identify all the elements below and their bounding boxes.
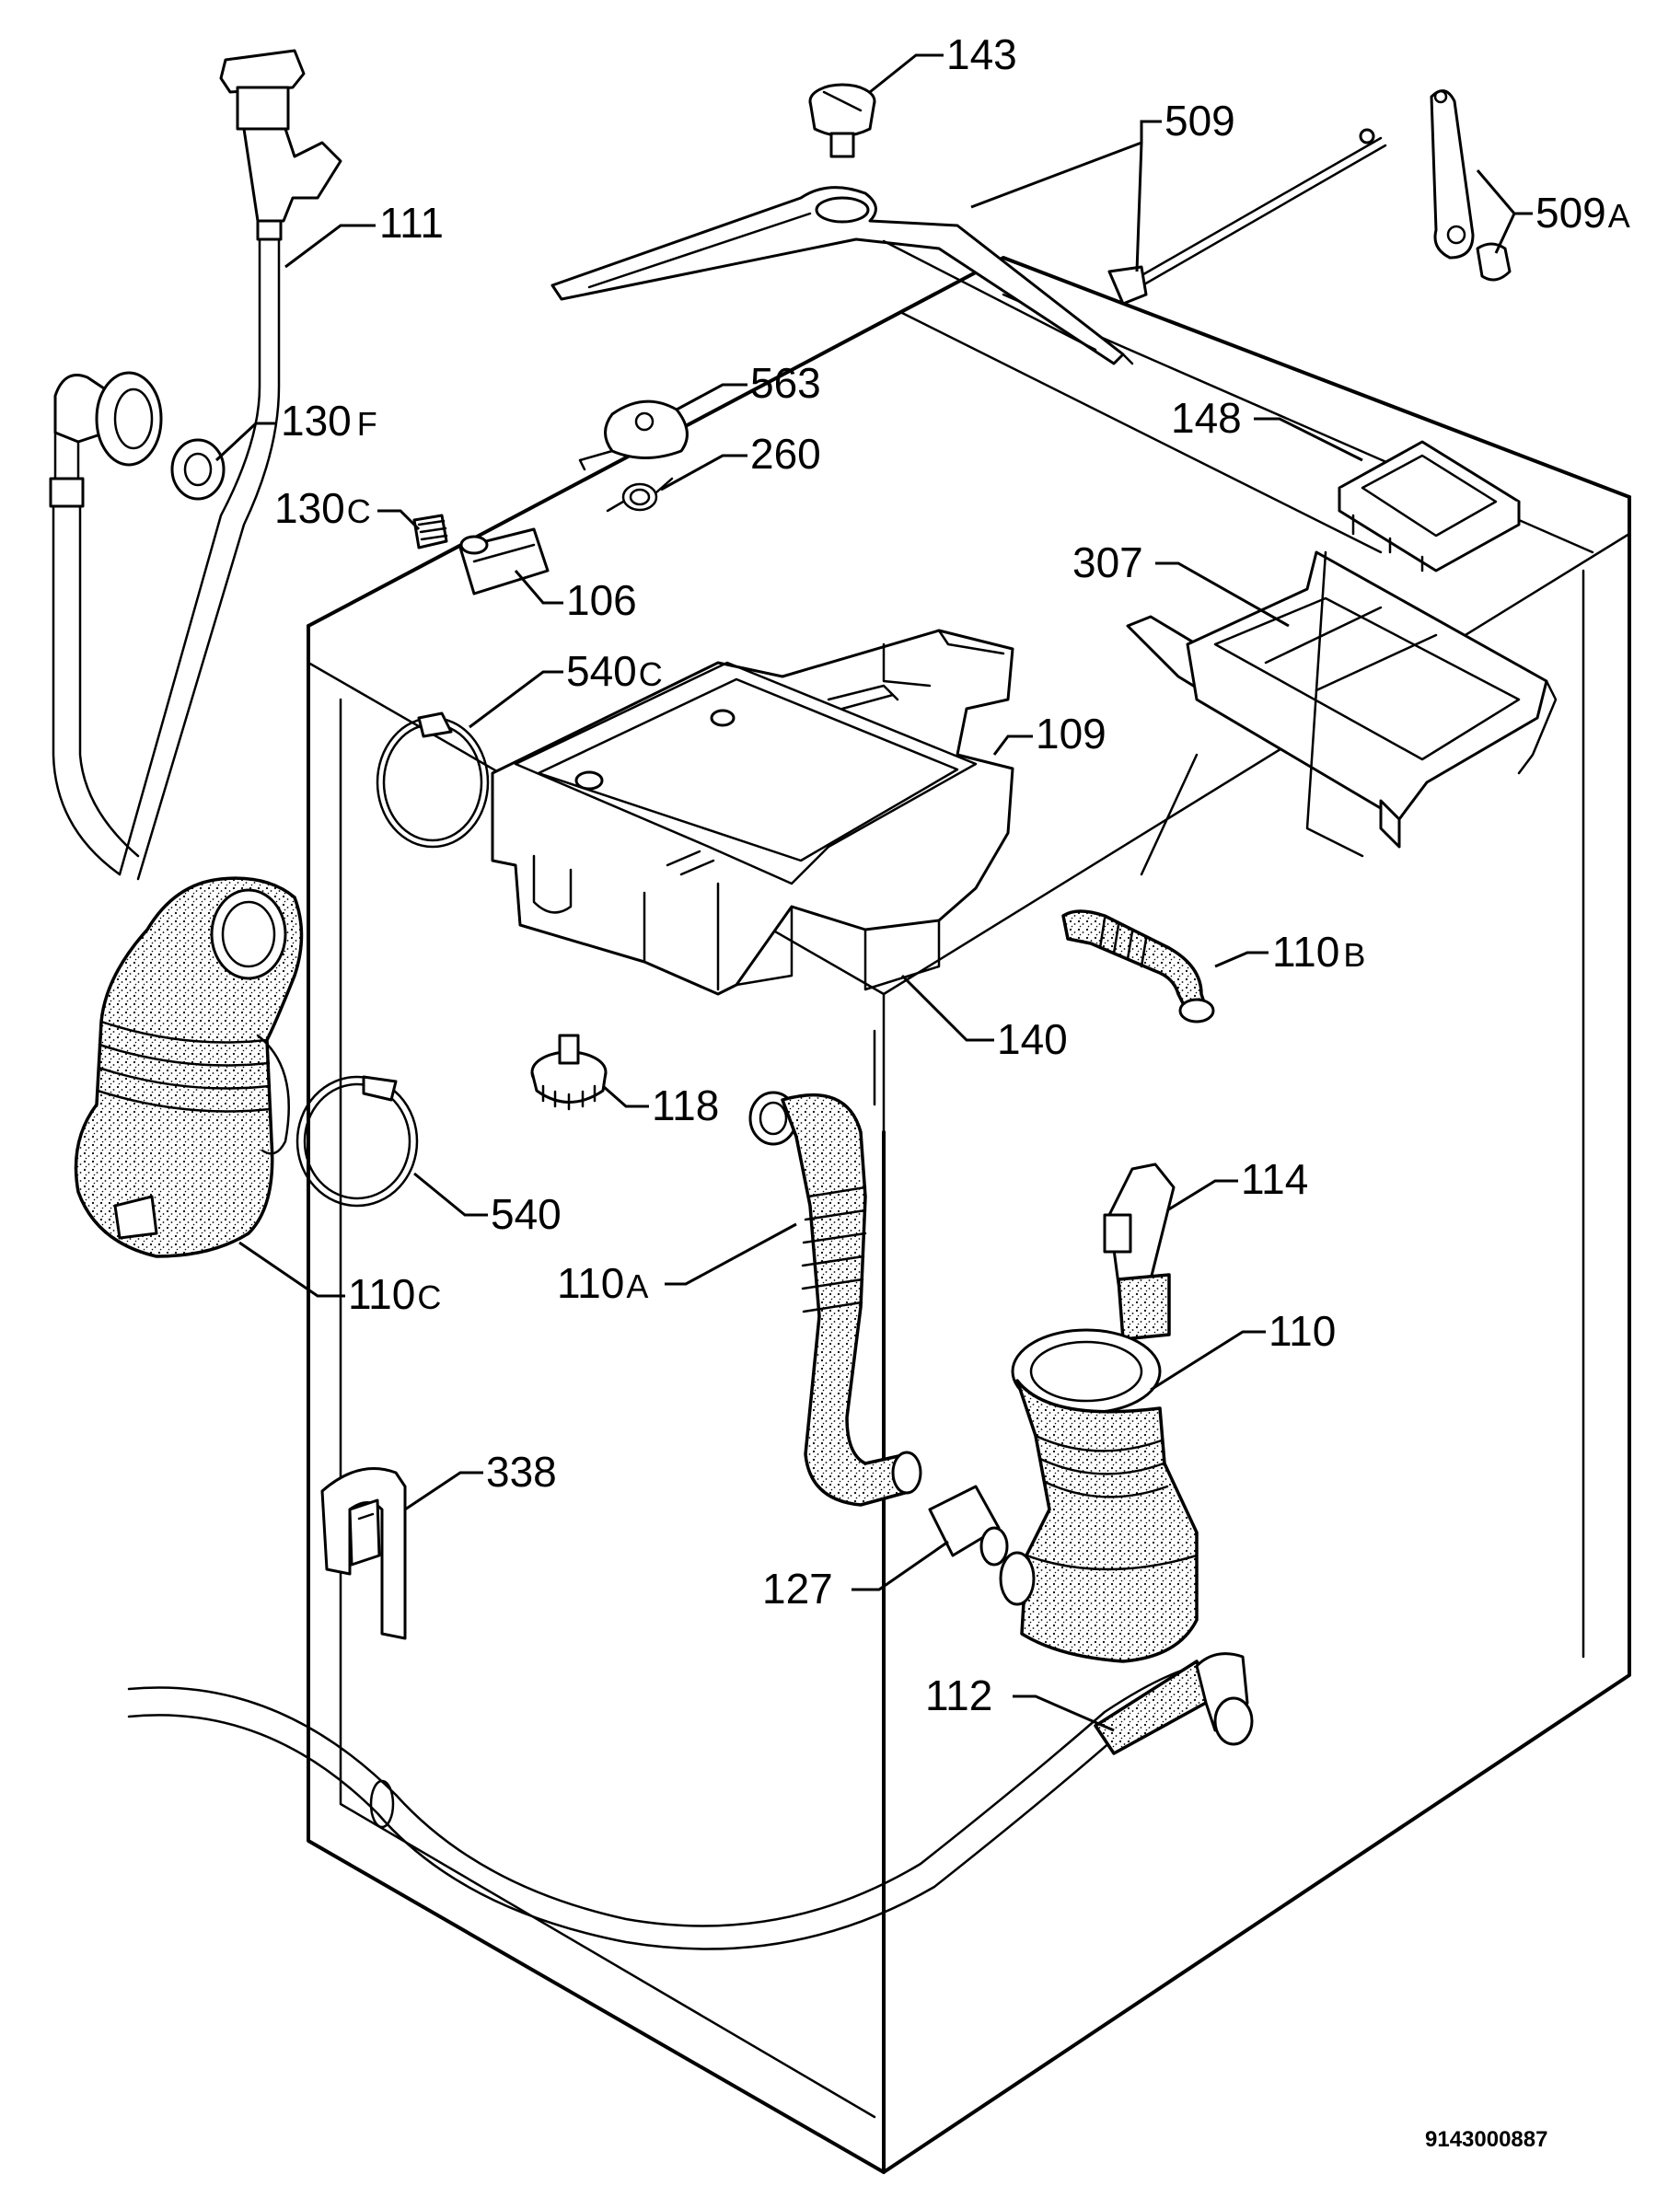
part-111-inlet-hose xyxy=(118,49,342,881)
label-563: 563 xyxy=(750,359,821,407)
part-130c-spring xyxy=(412,514,448,549)
label-109: 109 xyxy=(1036,710,1106,758)
label-110c: 110C xyxy=(348,1270,441,1318)
part-509a-arm xyxy=(1430,89,1512,282)
part-540c-clamp xyxy=(376,711,490,849)
part-106-button xyxy=(458,527,550,596)
label-111: 111 xyxy=(379,199,444,247)
label-112: 112 xyxy=(925,1671,992,1719)
part-509-rod xyxy=(1107,128,1387,306)
label-127: 127 xyxy=(762,1565,833,1613)
part-112-drain-hose xyxy=(127,1652,1254,1950)
part-140-dispenser-housing xyxy=(491,629,1014,996)
part-110b-hose xyxy=(1061,909,1215,1024)
label-509a: 509A xyxy=(1535,189,1630,237)
label-509: 509 xyxy=(1164,97,1235,145)
label-114: 114 xyxy=(1241,1155,1308,1203)
part-307-drawer xyxy=(1126,550,1558,858)
label-307: 307 xyxy=(1072,538,1143,586)
label-338: 338 xyxy=(486,1448,557,1496)
part-143-knob xyxy=(808,83,876,158)
part-148-handle xyxy=(1338,440,1521,572)
part-563-cover xyxy=(578,399,689,471)
label-130c: 130C xyxy=(274,484,371,532)
label-118: 118 xyxy=(652,1081,719,1129)
label-110a: 110A xyxy=(557,1259,648,1307)
label-540c: 540C xyxy=(566,647,663,695)
label-143: 143 xyxy=(946,30,1017,78)
label-106: 106 xyxy=(566,576,637,624)
part-110c-bellows xyxy=(74,876,304,1258)
part-127-connector xyxy=(928,1485,1009,1567)
part-118-filter xyxy=(530,1034,608,1111)
label-260: 260 xyxy=(750,430,821,478)
part-260-spring xyxy=(606,477,674,513)
part-130f-seal xyxy=(170,438,226,501)
leader-lines xyxy=(214,53,1533,1732)
drawing-code: 9143000887 xyxy=(1425,2127,1547,2152)
label-110: 110 xyxy=(1269,1307,1336,1355)
part-540-clamp xyxy=(295,1075,419,1208)
label-540: 540 xyxy=(491,1190,562,1238)
part-110a-hose xyxy=(748,1091,922,1507)
part-inlet-elbow xyxy=(49,371,163,876)
part-110-pump-bellows xyxy=(999,1328,1199,1663)
cabinet-outline xyxy=(307,256,1631,2174)
part-509-lever xyxy=(550,186,1134,365)
label-140: 140 xyxy=(997,1015,1068,1063)
part-338-clip xyxy=(320,1467,407,1640)
part-114-bracket xyxy=(1103,1162,1176,1341)
label-148: 148 xyxy=(1171,394,1242,442)
